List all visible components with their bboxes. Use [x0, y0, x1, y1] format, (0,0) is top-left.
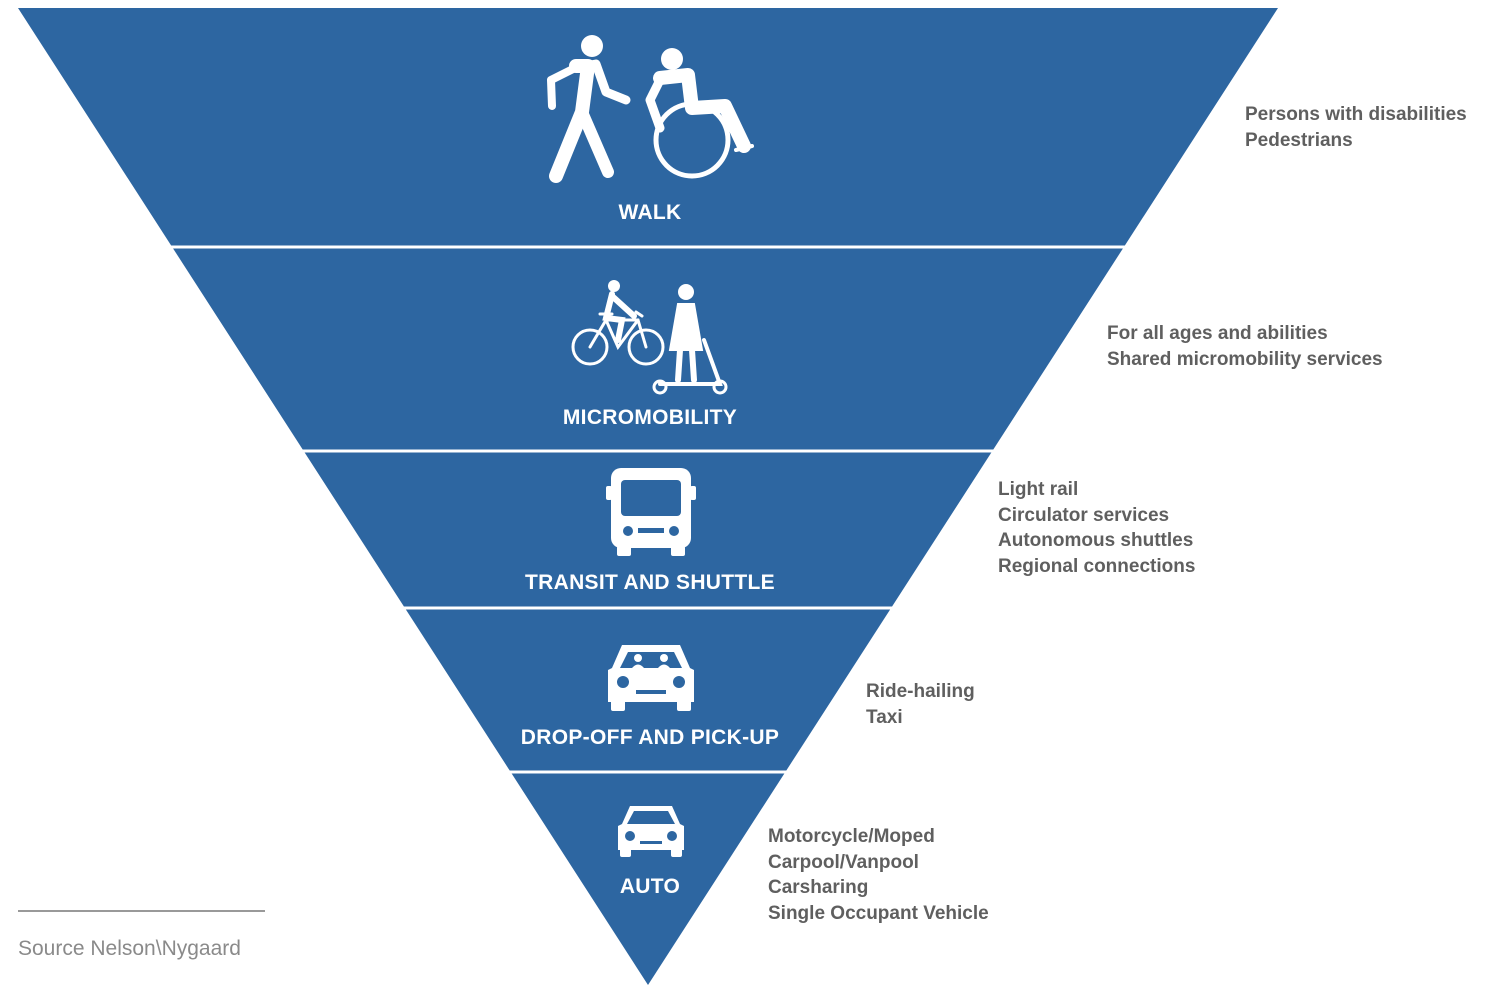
- bicycle-icon: [571, 280, 665, 366]
- dropoff-notes: Ride-hailing Taxi: [866, 679, 975, 730]
- car-icon: [618, 806, 684, 857]
- note: Light rail: [998, 479, 1079, 500]
- note: Motorcycle/Moped: [768, 826, 935, 847]
- wheelchair-icon: [645, 48, 754, 179]
- tier-label-walk: WALK: [618, 201, 682, 224]
- note: Taxi: [866, 706, 903, 728]
- note: Carpool/Vanpool: [768, 851, 919, 873]
- tier-label-transit: TRANSIT AND SHUTTLE: [525, 571, 775, 594]
- walk-notes: Persons with disabilities Pedestrians: [1245, 102, 1467, 153]
- note: Shared micromobility services: [1107, 348, 1383, 370]
- note: Autonomous shuttles: [998, 530, 1194, 551]
- micromobility-notes: For all ages and abilities Shared microm…: [1107, 321, 1383, 372]
- scooter-icon: [652, 284, 728, 395]
- bus-icon: [606, 468, 696, 556]
- note: Circulator services: [998, 504, 1170, 526]
- note: Regional connections: [998, 555, 1196, 577]
- tier-label-auto: AUTO: [619, 875, 681, 898]
- tier-label-dropoff: DROP-OFF AND PICK-UP: [520, 726, 780, 749]
- transit-notes: Light rail Circulator services Autonomou…: [998, 477, 1195, 579]
- note: Pedestrians: [1245, 129, 1353, 151]
- note: Single Occupant Vehicle: [768, 902, 989, 924]
- pedestrian-icon: [547, 35, 631, 183]
- note: Carsharing: [768, 877, 869, 898]
- note: For all ages and abilities: [1107, 323, 1328, 344]
- note: Persons with disabilities: [1245, 104, 1467, 125]
- note: Ride-hailing: [866, 681, 975, 702]
- tier-label-micromobility: MICROMOBILITY: [562, 406, 738, 429]
- auto-notes: Motorcycle/Moped Carpool/Vanpool Carshar…: [768, 824, 989, 926]
- source-credit: Source Nelson\Nygaard: [18, 937, 241, 960]
- car-with-passengers-icon: [608, 645, 694, 711]
- source-divider: [18, 910, 265, 912]
